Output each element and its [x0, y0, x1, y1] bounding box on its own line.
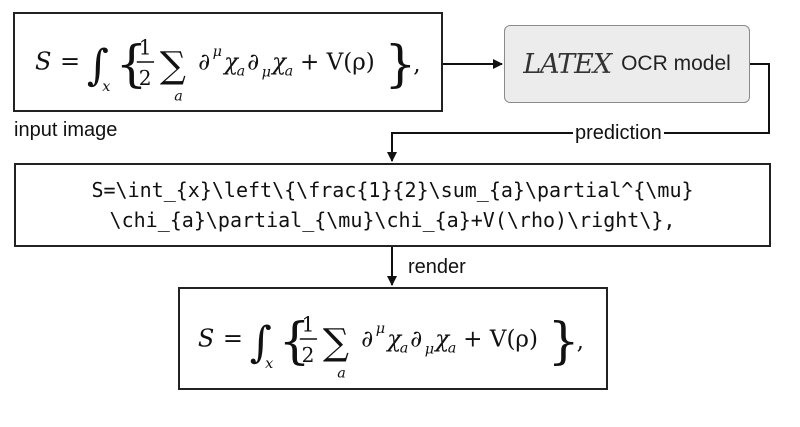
eq-equals: =: [60, 48, 80, 76]
eq-right-brace: }: [384, 35, 416, 93]
code-line-2: \chi_{a}\partial_{\mu}\chi_{a}+V(\rho)\r…: [109, 208, 676, 232]
render-partial2-sub: μ: [425, 341, 434, 357]
arrow-model-to-code: [387, 63, 770, 162]
code-line-1: S=\int_{x}\left\{\frac{1}{2}\sum_{a}\par…: [91, 178, 694, 202]
render-frac-den: 2: [302, 343, 315, 367]
eq-partial2-sub: μ: [262, 64, 271, 80]
render-right-brace: }: [548, 312, 580, 370]
render-sum-sub: a: [337, 365, 346, 381]
render-partial1-sup: μ: [376, 321, 385, 337]
eq-integral: ∫: [87, 40, 109, 89]
render-integral-sub: x: [265, 356, 273, 372]
input-image-box: S = ∫ x { 1 2 ∑ a ∂ μ χ a ∂ μ χ a + V(ρ)…: [13, 12, 443, 112]
input-image-label: input image: [14, 119, 118, 141]
rendered-equation: S = ∫ x { 1 2 ∑ a ∂ μ χ a ∂ μ χ a + V(ρ)…: [198, 312, 584, 381]
eq-partial2: ∂: [247, 50, 259, 76]
render-chi1-sub: a: [400, 340, 409, 356]
render-frac-num: 1: [302, 312, 315, 336]
eq-partial1-sup: μ: [213, 44, 222, 60]
eq-left-brace: {: [116, 35, 148, 93]
latex-logo: LATEX: [523, 48, 612, 80]
input-equation: S = ∫ x { 1 2 ∑ a ∂ μ χ a ∂ μ χ a + V(ρ)…: [35, 35, 421, 104]
eq-partial1: ∂: [198, 50, 210, 76]
eq-chi1: χ: [222, 50, 240, 76]
latex-code-box: S=\int_{x}\left\{\frac{1}{2}\sum_{a}\par…: [14, 163, 771, 247]
eq-frac-num: 1: [139, 35, 152, 59]
eq-frac-den: 2: [139, 66, 152, 90]
render-plus-v: + V(ρ): [463, 327, 538, 353]
render-chi2-sub: a: [448, 340, 457, 356]
ocr-model-label: OCR model: [621, 52, 731, 75]
render-chi2: χ: [433, 327, 451, 353]
render-partial2: ∂: [410, 327, 422, 353]
ocr-model-box: LATEX OCR model: [504, 25, 750, 103]
eq-chi2: χ: [270, 50, 288, 76]
render-integral: ∫: [250, 317, 272, 366]
render-comma: ,: [577, 329, 584, 355]
render-chi1: χ: [385, 327, 403, 353]
prediction-label: prediction: [573, 122, 664, 145]
render-lhs: S: [198, 325, 214, 353]
eq-lhs: S: [35, 48, 51, 76]
eq-chi1-sub: a: [237, 63, 246, 79]
render-left-brace: {: [279, 312, 311, 370]
render-equals: =: [223, 325, 243, 353]
eq-comma: ,: [413, 52, 420, 78]
render-sum: ∑: [323, 320, 349, 363]
eq-chi2-sub: a: [285, 63, 294, 79]
eq-plus-v: + V(ρ): [300, 50, 375, 76]
eq-sum: ∑: [160, 43, 186, 86]
render-label: render: [408, 256, 466, 278]
render-partial1: ∂: [361, 327, 373, 353]
eq-sum-sub: a: [174, 88, 183, 104]
eq-integral-sub: x: [102, 79, 110, 95]
rendered-equation-box: S = ∫ x { 1 2 ∑ a ∂ μ χ a ∂ μ χ a + V(ρ)…: [178, 287, 608, 390]
